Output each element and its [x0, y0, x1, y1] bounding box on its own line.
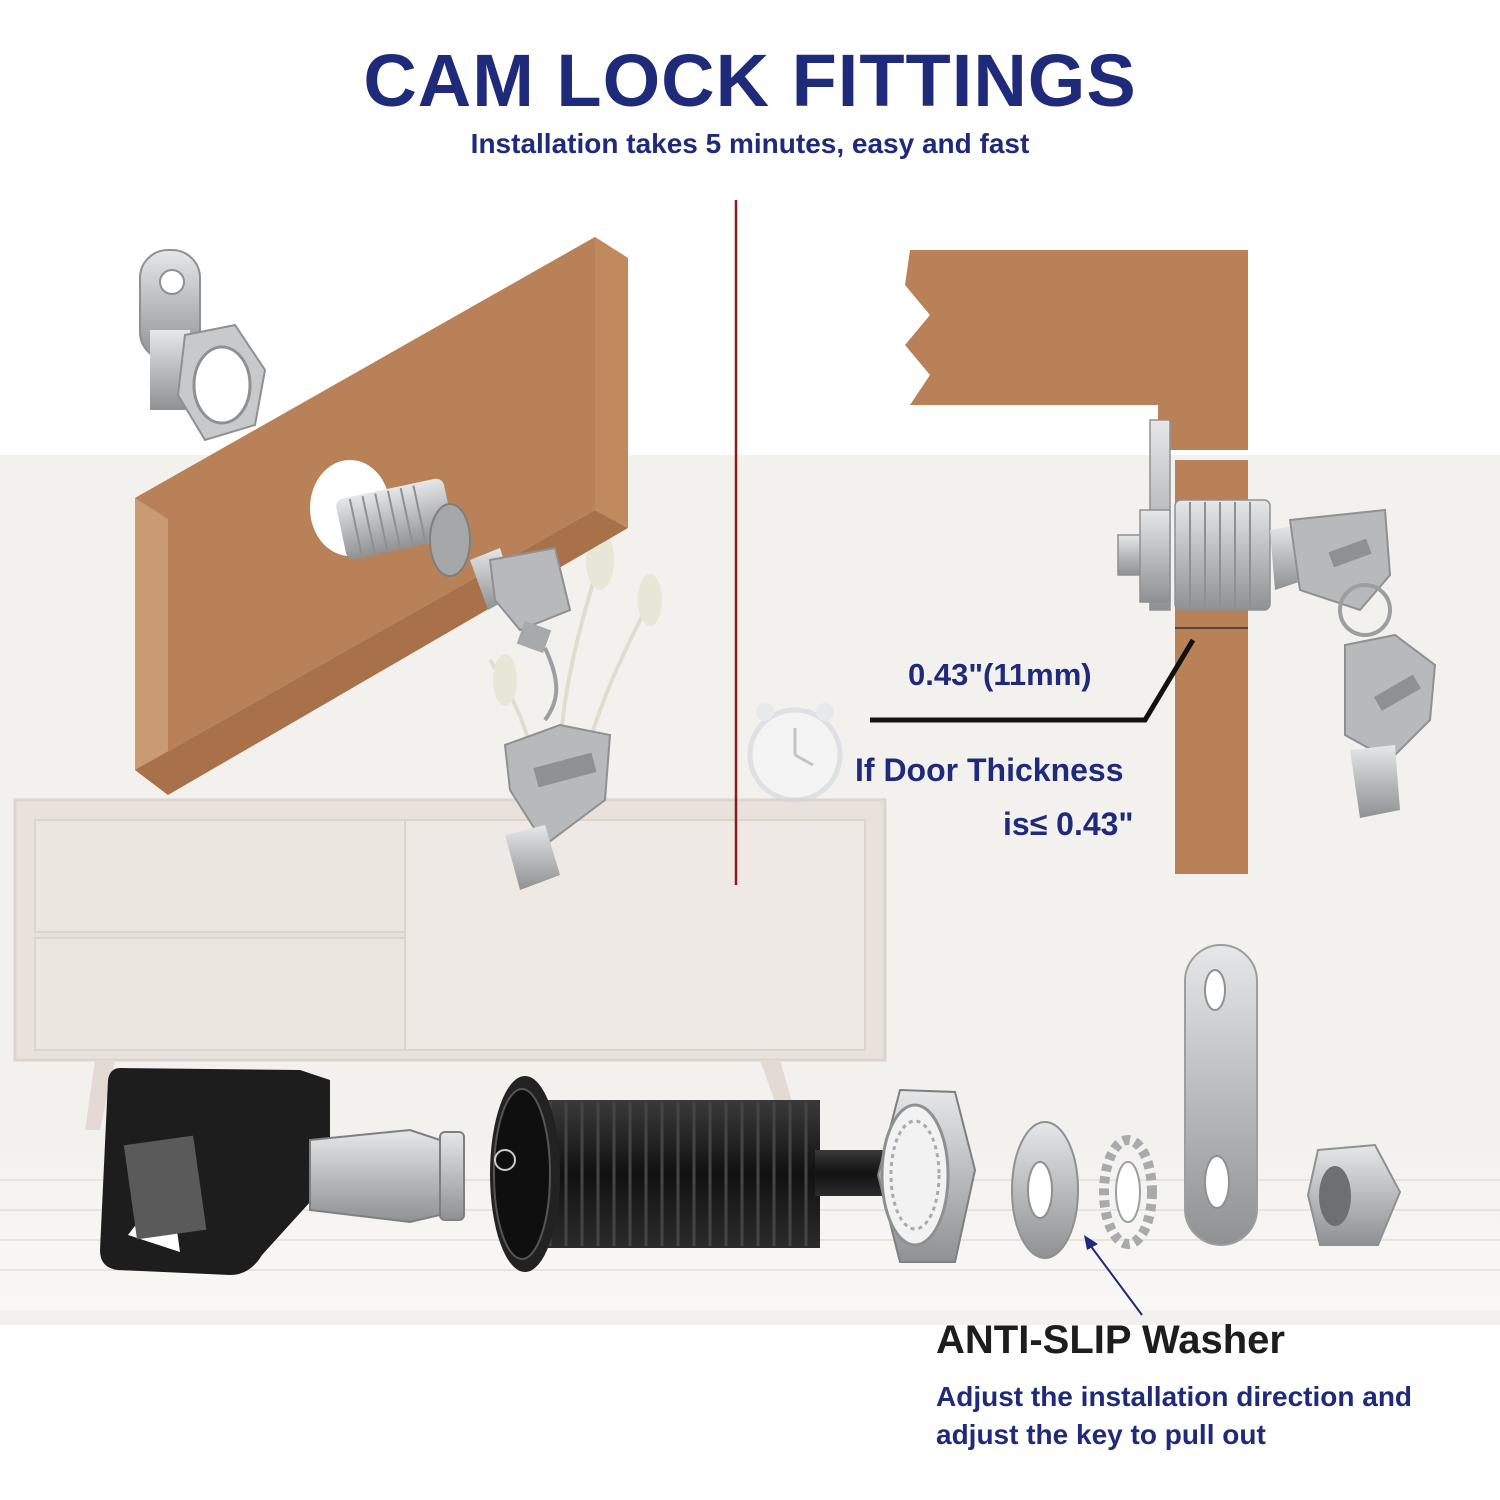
cam-plate — [1184, 944, 1258, 1246]
washer-description: Adjust the installation direction and ad… — [936, 1378, 1476, 1454]
flat-washer — [1011, 1121, 1079, 1259]
small-lock-nut — [1306, 1143, 1402, 1246]
washer-title: ANTI-SLIP Washer — [936, 1318, 1285, 1362]
washer-description-line1: Adjust the installation direction and — [936, 1381, 1413, 1412]
cam-lock-on-board — [336, 478, 612, 890]
black-key — [100, 1068, 465, 1275]
callout-leader — [870, 638, 1196, 723]
background-clock — [747, 703, 843, 803]
washer-arrow — [1089, 1244, 1143, 1316]
door-thickness-label: If Door Thickness — [855, 752, 1124, 788]
anti-slip-washer — [1099, 1135, 1157, 1249]
thickness-dimension-label: 0.43"(11mm) — [908, 657, 1092, 692]
background-cabinet — [13, 798, 887, 1130]
cabinet-section-illustration — [870, 250, 1437, 874]
door-thickness-value: is≤ 0.43" — [1003, 806, 1134, 842]
page-title: CAM LOCK FITTINGS — [363, 39, 1137, 122]
hex-nut — [876, 1088, 977, 1263]
cam-and-nut-floating — [139, 249, 267, 442]
page-subtitle: Installation takes 5 minutes, easy and f… — [470, 128, 1030, 159]
black-lock-cylinder — [490, 1076, 895, 1272]
washer-description-line2: adjust the key to pull out — [936, 1419, 1266, 1450]
exploded-parts — [100, 944, 1402, 1316]
